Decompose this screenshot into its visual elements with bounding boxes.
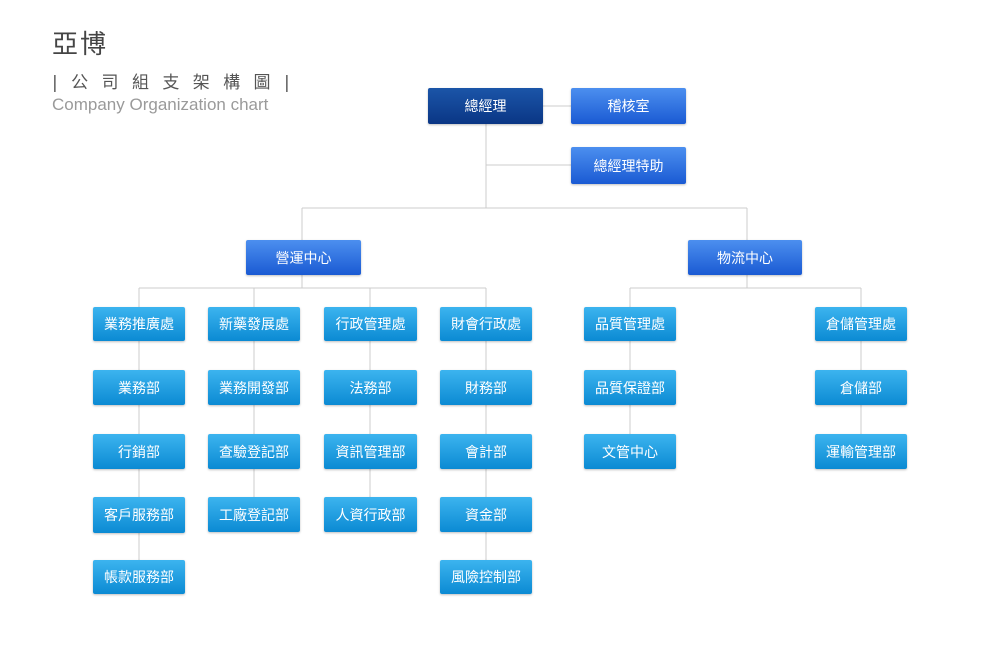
- node-ops-col1-division: 業務推廣處: [93, 307, 185, 341]
- node-general-manager: 總經理: [428, 88, 543, 124]
- node-ops-col3-dept: 資訊管理部: [324, 434, 417, 469]
- node-ops-col3-dept: 法務部: [324, 370, 417, 405]
- node-ops-col4-division: 財會行政處: [440, 307, 532, 341]
- node-ops-col2-dept: 查驗登記部: [208, 434, 300, 469]
- node-ops-col1-dept: 帳款服務部: [93, 560, 185, 594]
- chart-title-zh: | 公 司 組 支 架 構 圖 |: [52, 73, 294, 93]
- node-ops-col4-dept: 資金部: [440, 497, 532, 532]
- node-ops-col3-division: 行政管理處: [324, 307, 417, 341]
- chart-title-en: Company Organization chart: [52, 95, 269, 114]
- node-ops-col1-dept: 客戶服務部: [93, 497, 185, 533]
- node-ops-col1-dept: 業務部: [93, 370, 185, 405]
- node-log-col2-division: 倉儲管理處: [815, 307, 907, 341]
- node-log-col2-dept: 運輸管理部: [815, 434, 907, 469]
- node-log-col1-dept: 品質保證部: [584, 370, 676, 405]
- node-ops-col4-dept: 財務部: [440, 370, 532, 405]
- company-name: 亞博: [52, 30, 109, 60]
- node-audit-office: 稽核室: [571, 88, 686, 124]
- node-ops-col4-dept: 會計部: [440, 434, 532, 469]
- node-ops-col2-division: 新藥發展處: [208, 307, 300, 341]
- node-log-col1-division: 品質管理處: [584, 307, 676, 341]
- node-operations-center: 營運中心: [246, 240, 361, 275]
- node-log-col2-dept: 倉儲部: [815, 370, 907, 405]
- node-logistics-center: 物流中心: [688, 240, 802, 275]
- node-log-col1-dept: 文管中心: [584, 434, 676, 469]
- node-ops-col1-dept: 行銷部: [93, 434, 185, 469]
- node-ops-col4-dept: 風險控制部: [440, 560, 532, 594]
- node-gm-assistant: 總經理特助: [571, 147, 686, 184]
- node-ops-col3-dept: 人資行政部: [324, 497, 417, 532]
- node-ops-col2-dept: 業務開發部: [208, 370, 300, 405]
- node-ops-col2-dept: 工廠登記部: [208, 497, 300, 532]
